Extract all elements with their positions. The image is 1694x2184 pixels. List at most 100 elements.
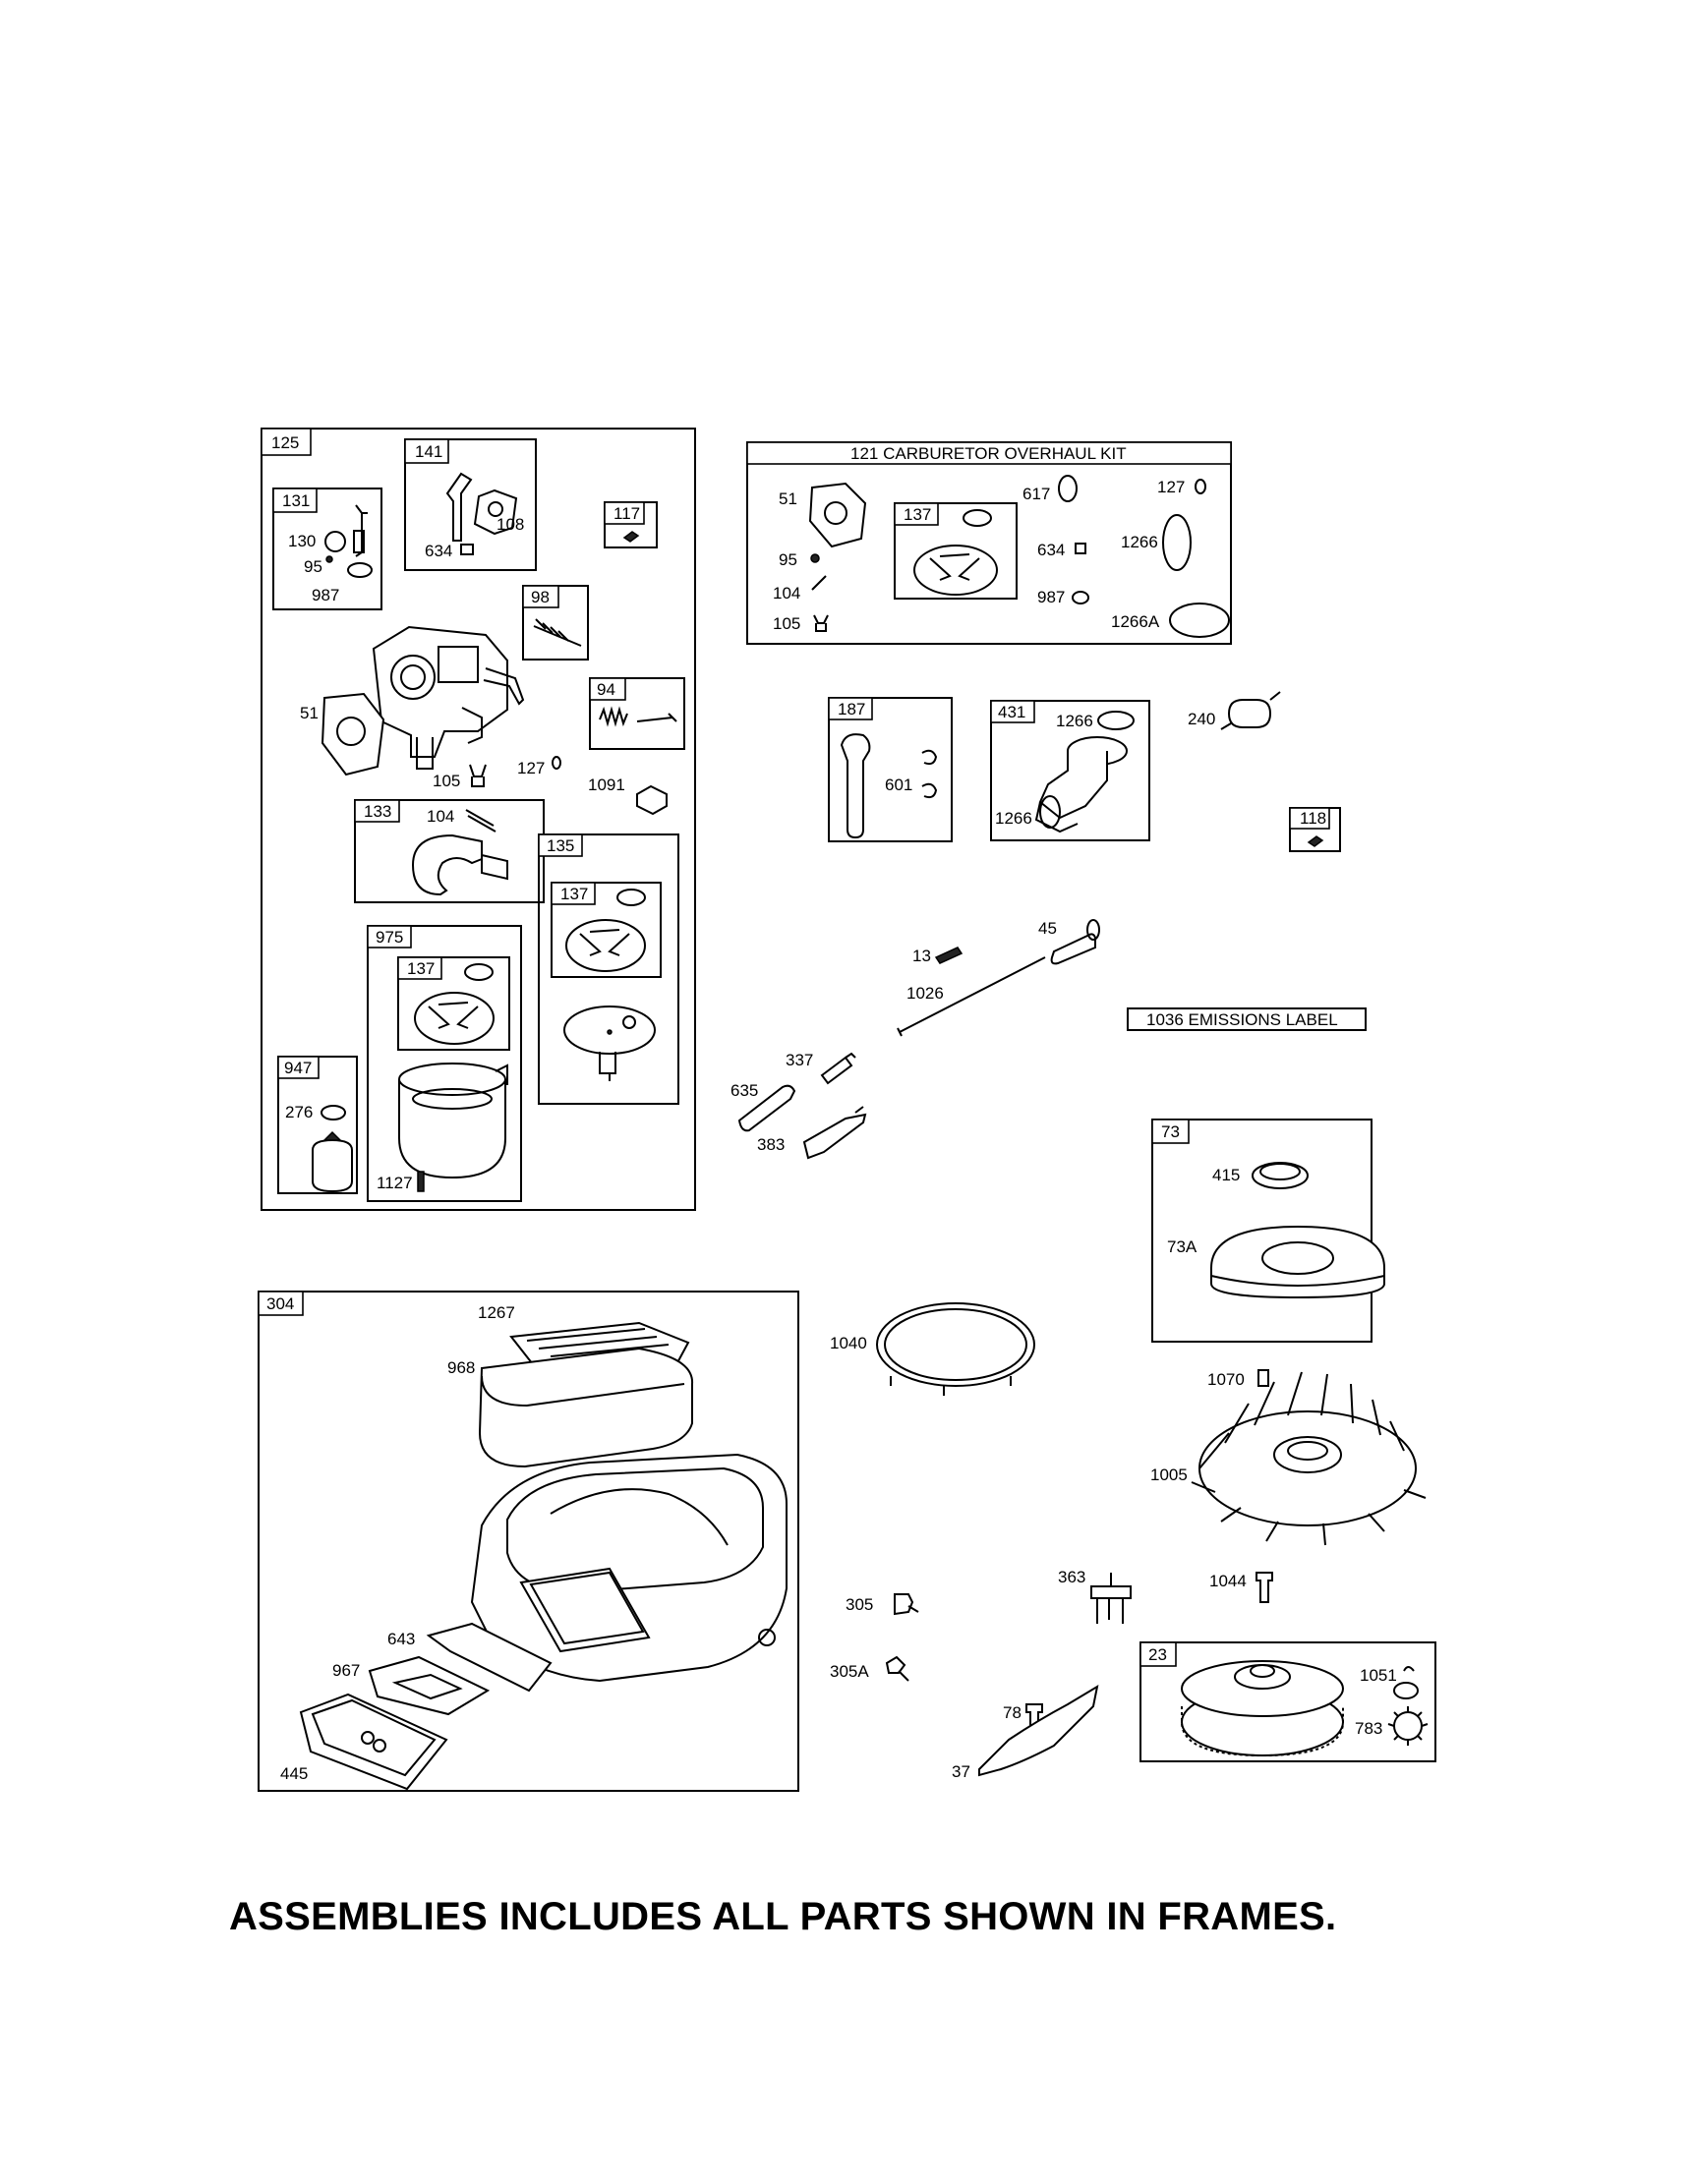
- starter-clutch-icon: [1387, 1706, 1429, 1746]
- frame-tag-137-in-975: 137: [407, 959, 435, 978]
- flywheel-icon: [1181, 1660, 1344, 1757]
- ring-bracket-icon: [876, 1302, 1035, 1396]
- callout-987-kit: 987: [1037, 588, 1065, 606]
- callout-105-kit: 105: [773, 614, 800, 633]
- callout-305A: 305A: [830, 1662, 869, 1681]
- screw-icon: [1307, 835, 1324, 847]
- carburetor-icon: [372, 625, 525, 770]
- spark-plug-icon: [820, 1052, 856, 1085]
- frame-tag-137-in-135: 137: [560, 885, 588, 903]
- frame-tag-137-in-121: 137: [904, 505, 931, 524]
- washer-icon: [1072, 591, 1089, 604]
- callout-968: 968: [447, 1358, 475, 1377]
- bushing-icon: [1075, 543, 1086, 554]
- fuel-filter-icon: [1220, 691, 1281, 730]
- frame-73: 73 415 73A: [1151, 1119, 1385, 1343]
- gasket-set-icon: [913, 509, 998, 596]
- frame-141: 141 108 634: [404, 438, 537, 571]
- callout-105: 105: [433, 772, 460, 790]
- assemblies-note: ASSEMBLIES INCLUDES ALL PARTS SHOWN IN F…: [229, 1895, 1337, 1938]
- callout-73A: 73A: [1167, 1237, 1197, 1256]
- callout-95-kit: 95: [779, 550, 797, 569]
- frame-tag-73: 73: [1161, 1122, 1180, 1141]
- callout-240: 240: [1188, 710, 1215, 728]
- idle-screw-icon: [533, 618, 582, 647]
- callout-37: 37: [952, 1762, 970, 1781]
- armature-icon: [1090, 1573, 1132, 1624]
- frame-tag-975: 975: [376, 928, 403, 947]
- callout-1026: 1026: [906, 984, 944, 1003]
- callout-78: 78: [1003, 1703, 1022, 1722]
- callout-601: 601: [885, 776, 912, 794]
- o-ring-icon: [1195, 479, 1206, 494]
- o-ring-icon: [552, 756, 561, 770]
- float-bowl-icon: [398, 1063, 508, 1179]
- primer-parts-icon: [324, 504, 373, 578]
- bolt-icon: [894, 1593, 919, 1616]
- air-filter-icon: [478, 1321, 694, 1468]
- frame-975: 975 137 1127: [367, 925, 522, 1202]
- o-ring-icon: [1162, 514, 1192, 571]
- screw-icon: [622, 531, 640, 543]
- callout-104: 104: [427, 807, 454, 826]
- fan-icon: [1191, 1371, 1427, 1546]
- frame-131: 131 130 95 987: [272, 488, 382, 610]
- frame-187: 187 601: [828, 697, 953, 842]
- o-ring-icon: [1058, 475, 1078, 502]
- o-ring-icon: [1039, 795, 1061, 829]
- callout-1070: 1070: [1207, 1370, 1245, 1389]
- float-bowl-plate-icon: [563, 1006, 656, 1081]
- callout-1051: 1051: [1360, 1666, 1397, 1685]
- frame-tag-187: 187: [838, 700, 865, 718]
- callout-634: 634: [425, 542, 452, 560]
- frame-tag-94: 94: [597, 680, 615, 699]
- frame-304: 304 1267 968 643 967 445: [258, 1291, 799, 1792]
- callout-108: 108: [497, 515, 524, 534]
- dipstick-icon: [897, 956, 1046, 1037]
- screen-clip-icon: [1252, 1162, 1309, 1189]
- callout-1266-kit: 1266: [1121, 533, 1158, 551]
- bolt-icon: [934, 947, 964, 964]
- bolt-icon: [1257, 1369, 1269, 1387]
- frame-tag-125: 125: [271, 433, 299, 452]
- frame-tag-23: 23: [1148, 1645, 1167, 1664]
- frame-tag-304: 304: [266, 1294, 294, 1313]
- rotating-screen-icon: [1210, 1225, 1385, 1299]
- callout-95: 95: [304, 557, 322, 576]
- callout-1044: 1044: [1209, 1572, 1247, 1590]
- spring-screw-icon: [599, 706, 677, 727]
- callout-130: 130: [288, 532, 316, 550]
- frame-117: 117: [604, 501, 658, 548]
- fuel-line-icon: [840, 733, 871, 839]
- frame-135: 135 137: [538, 833, 679, 1105]
- callout-1266A: 1266A: [1111, 612, 1160, 631]
- callout-45: 45: [1038, 919, 1057, 938]
- cap-icon: [1086, 919, 1100, 941]
- frame-947: 947 276: [277, 1056, 358, 1194]
- o-ring-icon: [1097, 711, 1135, 730]
- frame-tag-1036: 1036 EMISSIONS LABEL: [1146, 1010, 1338, 1029]
- ball-icon: [810, 553, 820, 563]
- callout-337: 337: [786, 1051, 813, 1069]
- bolt-icon: [1256, 1572, 1273, 1603]
- callout-1040: 1040: [830, 1334, 867, 1352]
- dipstick-tube-icon: [1050, 933, 1096, 965]
- callout-51: 51: [300, 704, 319, 722]
- callout-13: 13: [912, 947, 931, 965]
- frame-tag-121: 121 CARBURETOR OVERHAUL KIT: [850, 444, 1127, 463]
- spark-plug-wrench-icon: [802, 1106, 867, 1160]
- callout-127: 127: [517, 759, 545, 777]
- frame-118: 118: [1289, 807, 1341, 852]
- gasket-set-icon: [565, 889, 646, 972]
- callout-987: 987: [312, 586, 339, 604]
- grille-icon: [299, 1693, 448, 1791]
- callout-617: 617: [1022, 485, 1050, 503]
- frame-tag-98: 98: [531, 588, 550, 606]
- callout-276: 276: [285, 1103, 313, 1121]
- frame-121: 121 CARBURETOR OVERHAUL KIT 137 51 95 10…: [746, 441, 1232, 645]
- cover-plate-icon: [426, 1622, 553, 1693]
- key-icon: [1403, 1666, 1415, 1672]
- clamp-icon: [921, 749, 938, 799]
- callout-104-kit: 104: [773, 584, 800, 603]
- o-ring-icon: [1169, 603, 1230, 638]
